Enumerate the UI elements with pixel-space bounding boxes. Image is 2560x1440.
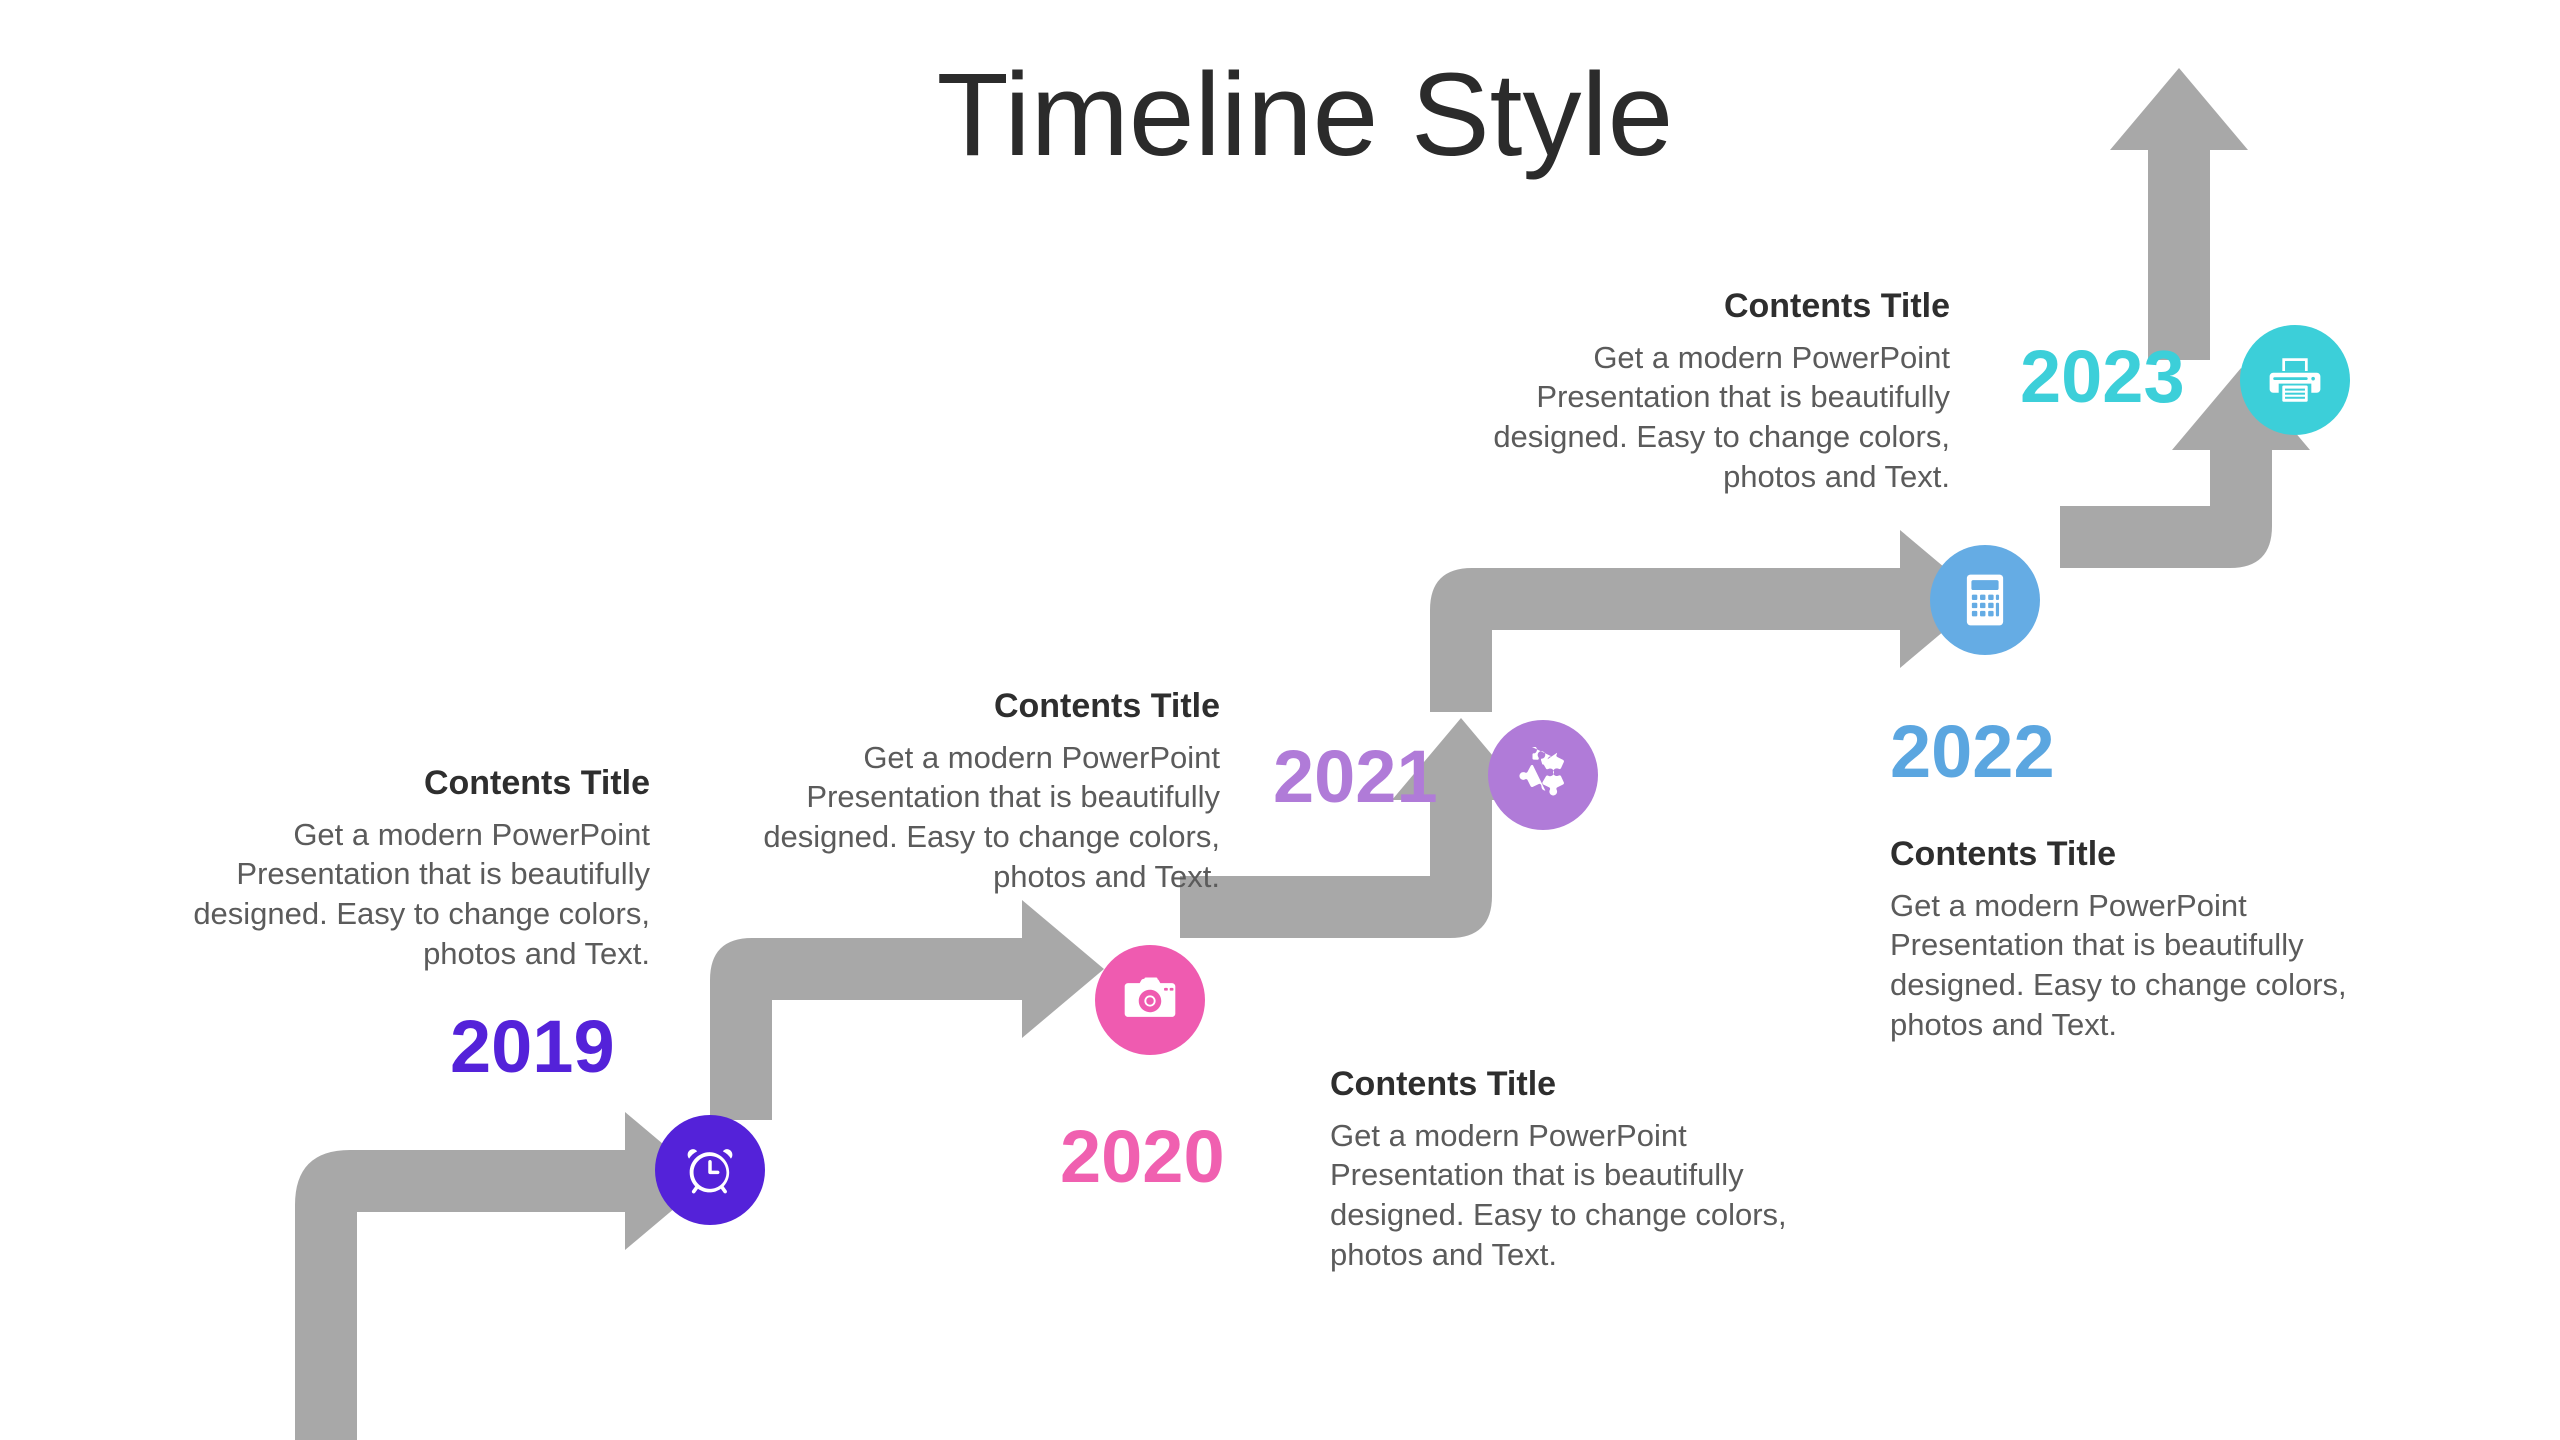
puzzle-piece-icon	[1515, 747, 1571, 803]
milestone-text-2022: Contents Title Get a modern PowerPoint P…	[1890, 833, 2370, 1044]
milestone-body-2022: Get a modern PowerPoint Presentation tha…	[1890, 887, 2347, 1042]
milestone-title-2019: Contents Title	[423, 764, 650, 802]
milestone-node-2019[interactable]	[655, 1115, 765, 1225]
year-label-2023: 2023	[2020, 335, 2185, 418]
connector-2021-to-2022	[1430, 530, 1982, 712]
milestone-title-2023: Contents Title	[1723, 287, 1950, 325]
milestone-node-2020[interactable]	[1095, 945, 1205, 1055]
milestone-title-2020: Contents Title	[1330, 1065, 1557, 1103]
year-label-2021: 2021	[1273, 735, 1438, 818]
alarm-clock-icon	[679, 1139, 741, 1201]
milestone-text-2021: Contents Title Get a modern PowerPoint P…	[740, 685, 1220, 896]
printer-icon	[2266, 351, 2324, 409]
milestone-node-2023[interactable]	[2240, 325, 2350, 435]
milestone-text-2019: Contents Title Get a modern PowerPoint P…	[170, 762, 650, 973]
camera-icon	[1120, 970, 1180, 1030]
year-label-2022: 2022	[1890, 710, 2055, 793]
calculator-icon	[1956, 571, 2014, 629]
year-label-2019: 2019	[450, 1005, 615, 1088]
milestone-title-2021: Contents Title	[993, 687, 1220, 725]
page-title: Timeline Style	[845, 48, 1765, 184]
milestone-node-2022[interactable]	[1930, 545, 2040, 655]
milestone-title-2022: Contents Title	[1890, 835, 2117, 873]
connector-2019-to-2020	[710, 900, 1104, 1120]
milestone-text-2020: Contents Title Get a modern PowerPoint P…	[1330, 1063, 1810, 1274]
connector-2023-to-end	[2110, 68, 2248, 360]
page-title-text: Timeline Style	[936, 49, 1674, 181]
connector-start-to-2019	[295, 1112, 707, 1440]
milestone-text-2023: Contents Title Get a modern PowerPoint P…	[1470, 285, 1950, 496]
milestone-body-2021: Get a modern PowerPoint Presentation tha…	[763, 739, 1220, 894]
milestone-node-2021[interactable]	[1488, 720, 1598, 830]
milestone-body-2020: Get a modern PowerPoint Presentation tha…	[1330, 1117, 1787, 1272]
year-label-2020: 2020	[1060, 1115, 1225, 1198]
milestone-body-2019: Get a modern PowerPoint Presentation tha…	[193, 816, 650, 971]
milestone-body-2023: Get a modern PowerPoint Presentation tha…	[1493, 339, 1950, 494]
